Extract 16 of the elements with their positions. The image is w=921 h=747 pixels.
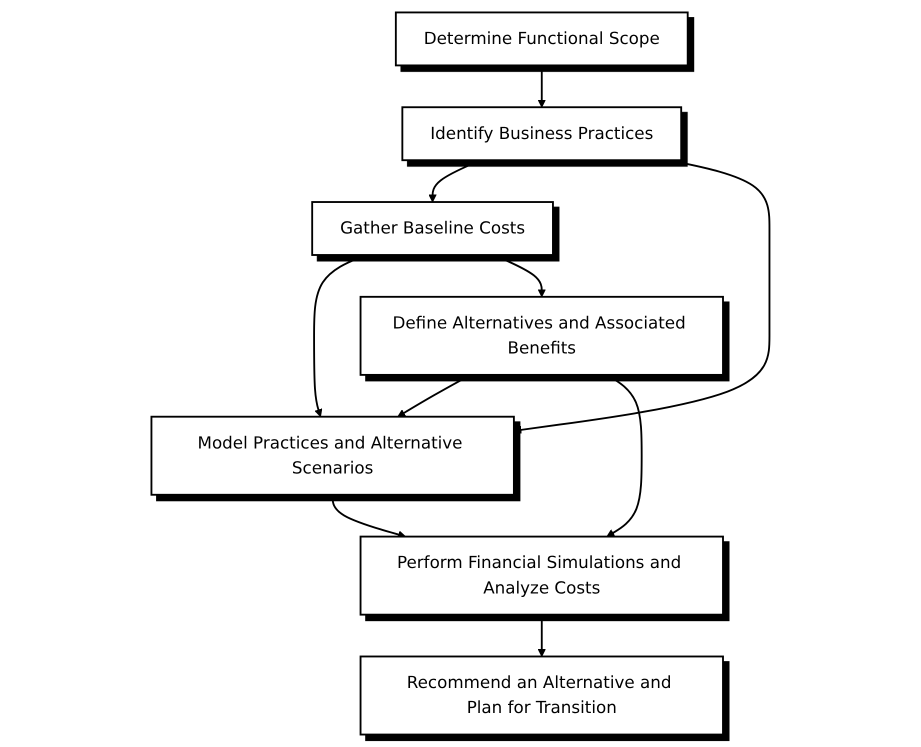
process-box: Perform Financial Simulations and Analyze Costs (360, 536, 724, 616)
arrow (538, 614, 546, 657)
process-box: Define Alternatives and Associated Benefits (360, 296, 724, 376)
process-box: Gather Baseline Costs (311, 201, 554, 256)
process-box: Model Practices and Alternative Scenarios (150, 416, 515, 496)
arrow (428, 159, 482, 202)
arrow (514, 159, 770, 434)
arrow (538, 65, 546, 108)
arrow (397, 374, 472, 418)
arrow (493, 254, 546, 298)
process-box: Determine Functional Scope (394, 12, 689, 66)
arrow (606, 374, 643, 537)
process-box: Identify Business Practices (401, 106, 682, 162)
arrow (313, 254, 367, 418)
arrow (332, 494, 406, 538)
process-box: Recommend an Alternative and Plan for Transition (360, 656, 724, 736)
